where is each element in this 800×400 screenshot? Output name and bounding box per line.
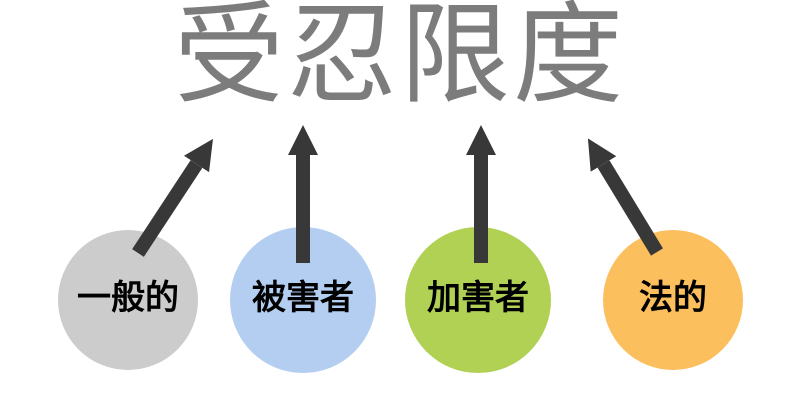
circle-general-label: 一般的 xyxy=(77,278,179,317)
circle-victim: 被害者 xyxy=(230,227,376,373)
circle-legal: 法的 xyxy=(603,230,743,370)
circle-perpetrator: 加害者 xyxy=(405,227,551,373)
circle-general: 一般的 xyxy=(58,230,198,370)
circle-victim-label: 被害者 xyxy=(252,278,354,317)
page-title: 受忍限度 xyxy=(174,0,626,117)
circle-legal-label: 法的 xyxy=(639,278,707,317)
circle-perpetrator-label: 加害者 xyxy=(427,278,529,317)
